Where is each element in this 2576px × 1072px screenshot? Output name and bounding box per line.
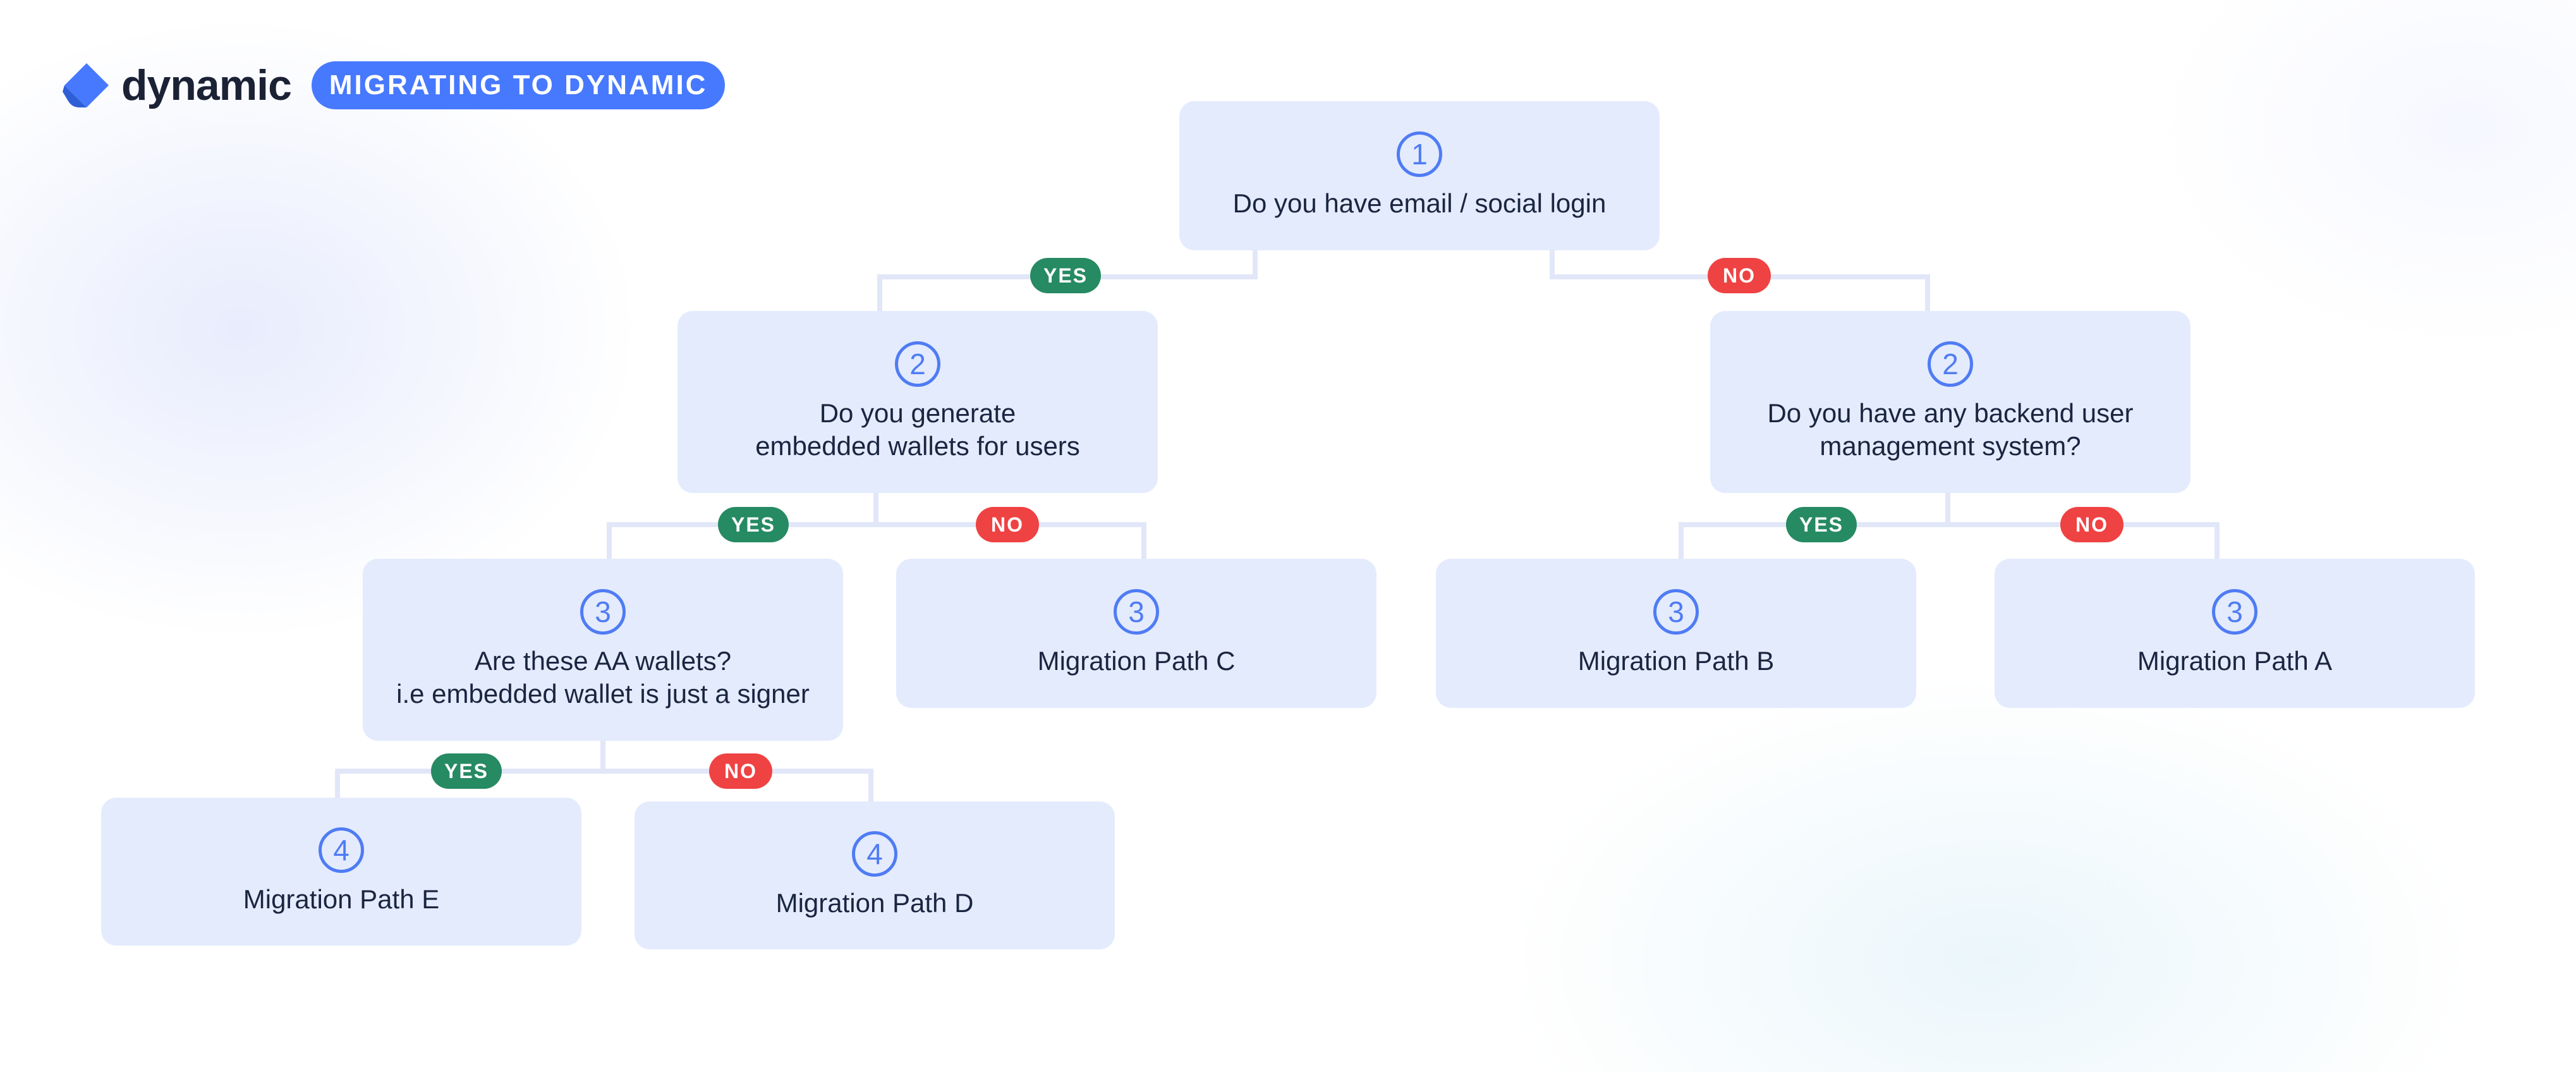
node-text: Migration Path A <box>2137 646 2333 676</box>
yes-badge-q1: YES <box>1030 258 1101 293</box>
node-q2-generate-embedded-wallets: 2 Do you generate embedded wallets for u… <box>677 311 1158 493</box>
node-migration-path-e: 4 Migration Path E <box>101 798 581 946</box>
step-number: 3 <box>580 589 626 635</box>
node-migration-path-d: 4 Migration Path D <box>635 801 1115 949</box>
step-number: 4 <box>852 831 897 877</box>
no-badge-q1: NO <box>1708 258 1771 293</box>
no-badge-q3: NO <box>709 753 772 789</box>
node-migration-path-c: 3 Migration Path C <box>896 559 1376 708</box>
brand-name: dynamic <box>121 61 292 109</box>
node-q3-aa-wallets: 3 Are these AA wallets? i.e embedded wal… <box>363 559 843 741</box>
node-text: Do you generate embedded wallets for use… <box>755 398 1080 461</box>
node-q2-backend-user-management: 2 Do you have any backend user managemen… <box>1710 311 2190 493</box>
brand-header: dynamic MIGRATING TO DYNAMIC <box>61 61 726 110</box>
node-text: Do you have email / social login <box>1232 188 1607 218</box>
dynamic-logo-icon <box>63 63 109 107</box>
node-text: Migration Path B <box>1577 646 1775 676</box>
node-text: Migration Path E <box>243 884 440 914</box>
no-badge-q2-right: NO <box>2060 507 2123 542</box>
yes-badge-q2-left: YES <box>718 507 789 542</box>
step-number: 2 <box>895 341 940 387</box>
node-text: Do you have any backend user management … <box>1767 398 2134 461</box>
brand-badge: MIGRATING TO DYNAMIC <box>311 61 726 109</box>
step-number: 3 <box>1653 589 1699 635</box>
step-number: 1 <box>1397 131 1442 177</box>
node-migration-path-b: 3 Migration Path B <box>1436 559 1916 708</box>
step-number: 2 <box>1928 341 1973 387</box>
node-migration-path-a: 3 Migration Path A <box>1995 559 2475 708</box>
node-q1-email-social-login: 1 Do you have email / social login <box>1179 101 1660 250</box>
node-text: Are these AA wallets? i.e embedded walle… <box>396 646 810 709</box>
step-number: 4 <box>319 827 364 873</box>
step-number: 3 <box>2212 589 2257 635</box>
yes-badge-q3: YES <box>431 753 502 789</box>
no-badge-q2-left: NO <box>976 507 1039 542</box>
step-number: 3 <box>1114 589 1159 635</box>
node-text: Migration Path C <box>1037 646 1236 676</box>
yes-badge-q2-right: YES <box>1786 507 1857 542</box>
node-text: Migration Path D <box>775 888 974 918</box>
